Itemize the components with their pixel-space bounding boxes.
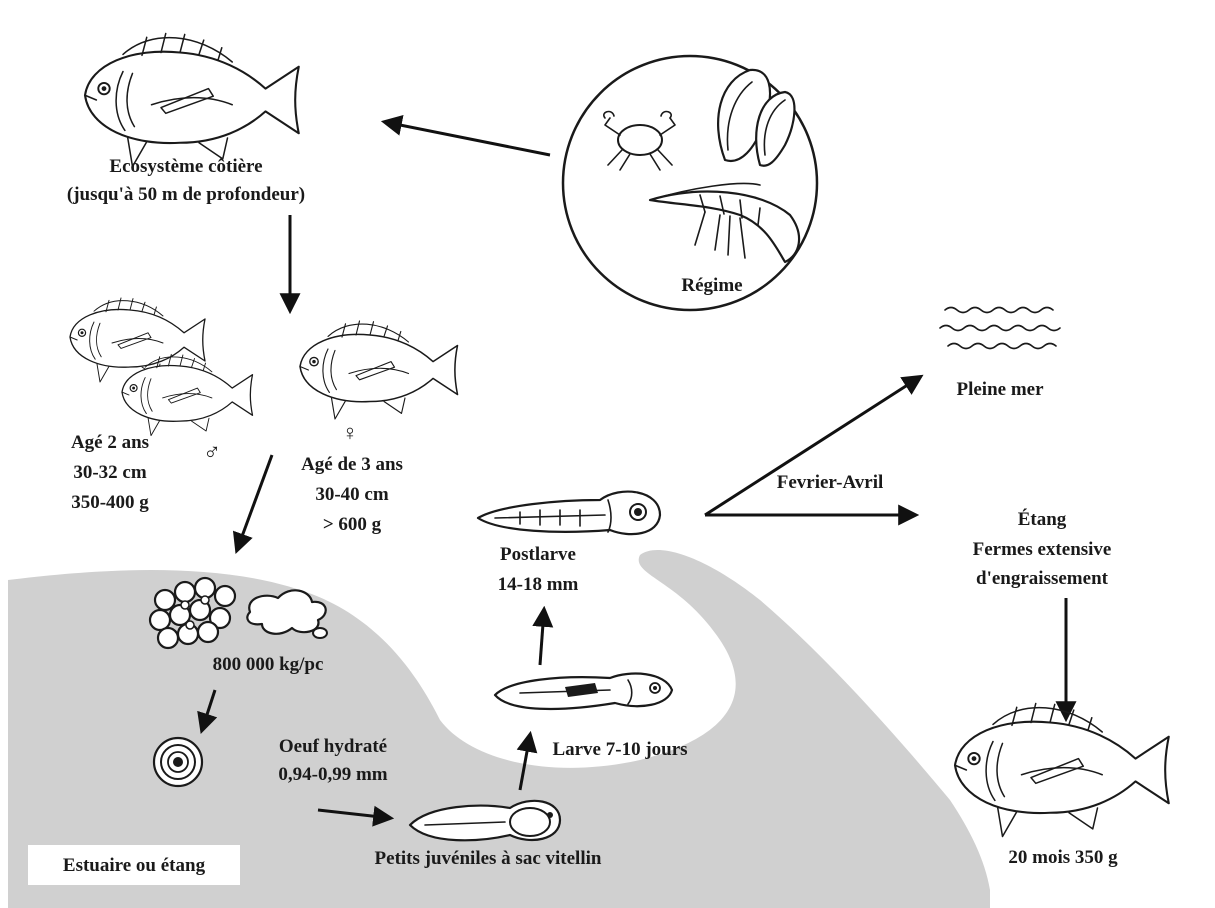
diet-label: Régime <box>681 275 742 296</box>
farms-label-2: d'engraissement <box>976 568 1109 589</box>
female-length-label: 30-40 cm <box>315 484 389 505</box>
eggs-label: 800 000 kg/pc <box>213 654 324 675</box>
female-symbol: ♀ <box>342 420 359 445</box>
female-age-label: Agé de 3 ans <box>301 454 403 475</box>
postlarva-size-label: 14-18 mm <box>498 574 579 595</box>
male-weight-label: 350-400 g <box>71 492 149 513</box>
final-fish <box>955 704 1169 837</box>
postlarva-label: Postlarve <box>500 544 576 565</box>
coastal-fish <box>85 33 299 166</box>
season-label: Fevrier-Avril <box>777 472 884 493</box>
female-fish <box>300 321 458 419</box>
arrow-diet-to-fish <box>385 122 550 155</box>
estuary-label: Estuaire ou étang <box>63 855 206 876</box>
coastal-depth-label: (jusqu'à 50 m de profondeur) <box>67 184 305 205</box>
hydrated-egg-icon <box>154 738 202 786</box>
larva-label: Larve 7-10 jours <box>552 739 687 760</box>
juveniles-label: Petits juvéniles à sac vitellin <box>375 848 602 869</box>
arrow-adults-to-eggs <box>237 455 272 550</box>
male-age-label: Agé 2 ans <box>71 432 149 453</box>
arrow-to-open-sea <box>705 377 920 515</box>
farms-label-1: Fermes extensive <box>973 539 1112 560</box>
coastal-label: Ecosystème côtière <box>109 156 262 177</box>
pond-label: Étang <box>1018 508 1067 530</box>
larva-icon <box>495 674 672 709</box>
final-label: 20 mois 350 g <box>1008 847 1118 868</box>
egg-size-label: 0,94-0,99 mm <box>278 764 387 785</box>
male-symbol: ♂ <box>203 440 221 466</box>
arrow-larva-to-postlarva <box>540 610 544 665</box>
postlarva-icon <box>478 492 660 535</box>
female-weight-label: > 600 g <box>323 514 382 535</box>
open-sea-label: Pleine mer <box>956 379 1044 400</box>
male-length-label: 30-32 cm <box>73 462 147 483</box>
waves-icon <box>940 308 1060 349</box>
hydrated-egg-label: Oeuf hydraté <box>279 736 387 757</box>
